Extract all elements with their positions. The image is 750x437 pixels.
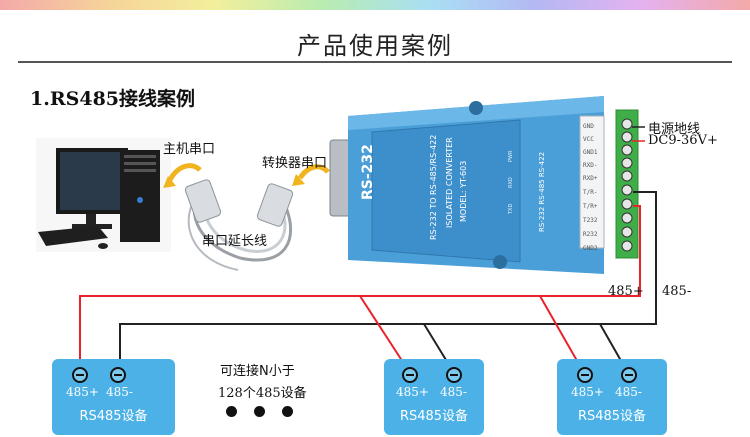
screw-terminal-icon bbox=[621, 367, 637, 383]
svg-text:R232: R232 bbox=[583, 231, 598, 238]
power-gnd-label: 电源地线 bbox=[648, 122, 701, 137]
rs485-device-2: 485+ 485- RS485设备 bbox=[384, 359, 484, 435]
section-subtitle: 1.RS485接线案例 bbox=[30, 88, 196, 110]
ellipsis-dot bbox=[282, 406, 293, 417]
isolated-converter: RS-232 RS-232 TO RS-485/RS-422 ISOLATED … bbox=[329, 96, 639, 274]
converter-port-label: 转换器串口 bbox=[262, 156, 328, 171]
device-name: RS485设备 bbox=[577, 409, 647, 424]
screw-terminal-icon bbox=[72, 367, 88, 383]
arrow-host bbox=[167, 163, 202, 182]
screw-terminal-icon bbox=[577, 367, 593, 383]
arrow-converter bbox=[297, 164, 330, 180]
pc-tower bbox=[120, 150, 160, 242]
title-underline bbox=[18, 61, 732, 63]
screw-terminal-icon bbox=[446, 367, 462, 383]
led-pwr: PWR bbox=[508, 150, 514, 162]
svg-text:GND: GND bbox=[583, 123, 594, 130]
host-port-label: 主机串口 bbox=[163, 142, 216, 157]
svg-text:T/R-: T/R- bbox=[583, 189, 597, 196]
terminal-block bbox=[615, 109, 639, 259]
converter-text-line2: ISOLATED CONVERTER bbox=[445, 137, 454, 228]
converter-text-line3: MODEL: YT-603 bbox=[459, 161, 468, 222]
extension-cable-label: 串口延长线 bbox=[202, 234, 268, 249]
connect-n-line1: 可连接N小于 bbox=[220, 364, 295, 379]
wire-485-minus-bus bbox=[119, 191, 657, 373]
keyboard bbox=[38, 226, 108, 246]
connect-n-line2: 128个485设备 bbox=[218, 386, 307, 401]
line-485-minus-label: 485- bbox=[662, 284, 692, 299]
ellipsis-dot bbox=[226, 406, 237, 417]
led-txd: TXD bbox=[508, 204, 514, 215]
ellipsis-dot bbox=[254, 406, 265, 417]
svg-text:GND1: GND1 bbox=[583, 149, 598, 156]
serial-extension-cable bbox=[184, 179, 294, 271]
rs485-device-3: 485+ 485- RS485设备 bbox=[557, 359, 667, 435]
led-rxd: RXD bbox=[508, 177, 514, 188]
screw-terminal-icon bbox=[110, 367, 126, 383]
rs485-device-1: 485+ 485- RS485设备 bbox=[52, 359, 175, 435]
svg-text:GND2: GND2 bbox=[583, 245, 598, 252]
svg-text:RXD-: RXD- bbox=[583, 162, 597, 169]
svg-text:RXD+: RXD+ bbox=[583, 175, 598, 182]
device-term-plus: 485+ bbox=[396, 385, 429, 399]
screw-terminal-icon bbox=[402, 367, 418, 383]
rainbow-top-bar bbox=[0, 0, 750, 10]
device-term-plus: 485+ bbox=[66, 385, 99, 399]
line-485-plus-label: 485+ bbox=[608, 284, 644, 299]
wire-485-plus-bus bbox=[79, 205, 641, 373]
converter-text-line1: RS-232 TO RS-485/RS-422 bbox=[429, 135, 438, 240]
device-name: RS485设备 bbox=[399, 409, 469, 424]
page-title: 产品使用案例 bbox=[297, 32, 453, 60]
terminal-screws bbox=[621, 118, 633, 252]
converter-side-label: RS-232 RS-485 RS-422 bbox=[538, 152, 546, 232]
mouse bbox=[98, 243, 108, 249]
device-term-minus: 485- bbox=[106, 385, 133, 399]
device-term-minus: 485- bbox=[615, 385, 642, 399]
terminal-labels: GND VCC GND1 RXD- RXD+ T/R- T/R+ T232 R2… bbox=[583, 123, 598, 252]
svg-text:T232: T232 bbox=[583, 217, 598, 224]
svg-text:VCC: VCC bbox=[583, 136, 594, 143]
rs232-port-label: RS-232 bbox=[360, 144, 376, 200]
host-computer bbox=[36, 138, 171, 252]
power-dc-label: DC9-36V+ bbox=[648, 133, 718, 148]
device-term-plus: 485+ bbox=[571, 385, 604, 399]
device-name: RS485设备 bbox=[79, 409, 148, 424]
svg-text:T/R+: T/R+ bbox=[583, 203, 598, 210]
device-term-minus: 485- bbox=[440, 385, 467, 399]
